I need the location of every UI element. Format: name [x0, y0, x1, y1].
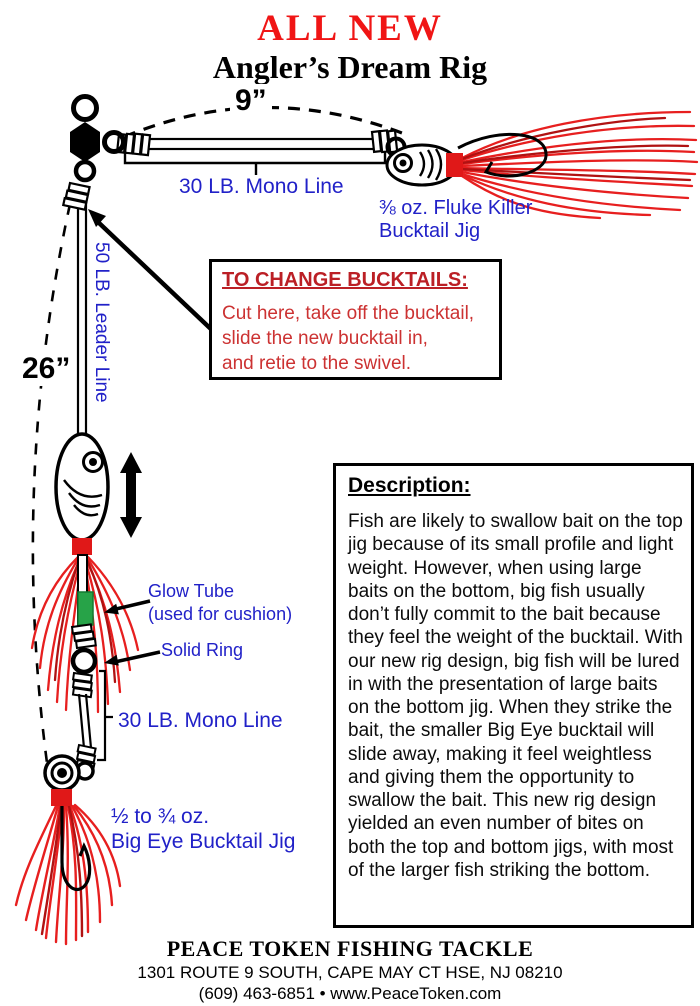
solid-ring-icon: [70, 647, 98, 675]
bottom-mono-line: [75, 669, 113, 772]
gill-marks: [63, 479, 103, 517]
glow-tube-icon: [77, 591, 94, 626]
description-panel: Description: Fish are likely to swallow …: [333, 463, 694, 928]
slide-up-down-arrow-icon: [120, 452, 142, 538]
leader-line: [61, 181, 91, 444]
twentysix-inch-arc: [31, 203, 72, 764]
description-text: Fish are likely to swallow bait on the t…: [348, 511, 683, 881]
hook-icon: [457, 132, 548, 178]
company-address: 1301 ROUTE 9 SOUTH, CAPE MAY CT HSE, NJ …: [137, 963, 563, 982]
three-way-swivel-icon: [70, 94, 126, 183]
company-name: PEACE TOKEN FISHING TACKLE: [166, 936, 534, 961]
description-heading: Description:: [348, 474, 471, 497]
jig-eye-icon: [393, 153, 413, 173]
title-all-new: ALL NEW: [257, 8, 443, 49]
hook-icon: [60, 806, 92, 891]
big-eye-jig-label: ½ to ¾ oz. Big Eye Bucktail Jig: [111, 805, 296, 853]
top-mono-line-label: 30 LB. Mono Line: [179, 175, 344, 198]
bucktail-strands: [14, 803, 122, 946]
jig-collar: [446, 153, 463, 177]
knot-icon: [75, 743, 97, 772]
big-eye-jig-icon: [14, 754, 122, 946]
knot-icon: [71, 671, 93, 699]
knot-icon: [70, 623, 97, 650]
glow-tube-assembly: [70, 538, 98, 699]
twentysix-inch-label: 26”: [17, 352, 76, 386]
mono-line-bracket: [123, 151, 387, 175]
bucktail-strands: [30, 555, 140, 714]
page-title: Angler’s Dream Rig: [212, 48, 488, 85]
jig-collar: [72, 538, 92, 555]
change-bucktails-instructions: Cut here, take off the bucktail, slide t…: [222, 303, 475, 375]
solid-ring-label: Solid Ring: [161, 640, 244, 660]
fluke-killer-jig-label: ⅜ oz. Fluke Killer Bucktail Jig: [379, 197, 533, 243]
top-mono-line: [115, 129, 407, 175]
bottom-mono-line-label: 30 LB. Mono Line: [118, 709, 283, 732]
tie-loop-icon: [385, 136, 407, 158]
change-bucktails-heading: TO CHANGE BUCKTAILS:: [222, 269, 468, 291]
leader-line-label: 50 LB. Leader Line: [91, 242, 112, 403]
footer: PEACE TOKEN FISHING TACKLE 1301 ROUTE 9 …: [0, 936, 700, 1004]
glow-tube-arrow-icon: [104, 599, 151, 615]
tie-loop-icon: [75, 761, 95, 781]
company-phone-web: (609) 463-6851 • www.PeaceToken.com: [198, 984, 502, 1003]
solid-ring-arrow-icon: [104, 650, 161, 666]
knot-icon: [370, 129, 399, 154]
sliding-egg-head-icon: [54, 432, 110, 542]
jig-eye-icon: [82, 451, 104, 473]
nine-inch-label: 9”: [230, 84, 272, 118]
gill-marks: [418, 148, 443, 181]
change-bucktails-callout: TO CHANGE BUCKTAILS: Cut here, take off …: [209, 259, 502, 380]
mono-line-bracket: [97, 669, 113, 762]
knot-icon: [61, 181, 91, 211]
knot-icon: [115, 132, 152, 157]
glow-tube-label: Glow Tube (used for cushion): [148, 581, 293, 624]
jig-collar: [51, 789, 72, 806]
title-block: ALL NEW Angler’s Dream Rig: [0, 8, 700, 85]
jig-eye-icon: [50, 761, 74, 785]
